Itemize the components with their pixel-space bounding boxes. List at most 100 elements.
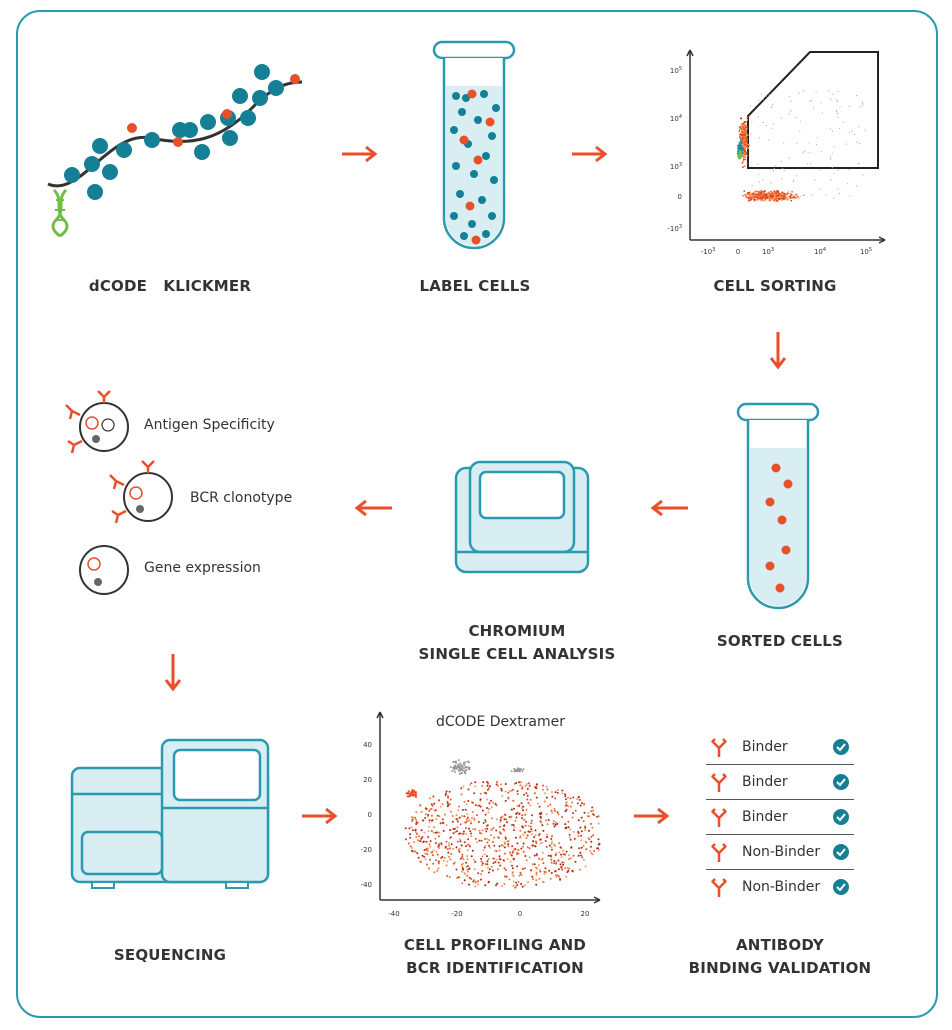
tsne-cell bbox=[556, 811, 559, 814]
tsne-cell bbox=[453, 861, 456, 864]
tsne-cell bbox=[578, 796, 580, 798]
tsne-cell bbox=[428, 819, 431, 822]
tsne-cell bbox=[521, 814, 524, 817]
tsne-cell bbox=[582, 820, 585, 823]
tsne-cell bbox=[499, 858, 502, 861]
flow-event bbox=[804, 150, 806, 152]
flow-event bbox=[819, 169, 821, 171]
binding-row: Binder bbox=[706, 730, 854, 765]
tsne-cell bbox=[503, 883, 506, 886]
tsne-cell bbox=[535, 867, 538, 870]
tsne-cell bbox=[488, 808, 490, 810]
tsne-cell bbox=[526, 834, 529, 837]
tsne-cell bbox=[499, 820, 502, 823]
flow-event bbox=[746, 116, 749, 118]
tsne-cell bbox=[557, 859, 560, 862]
tsne-cell bbox=[479, 798, 482, 801]
tsne-cell bbox=[538, 857, 541, 860]
tsne-cell bbox=[534, 834, 537, 836]
tsne-cell bbox=[578, 847, 581, 850]
tsne-cell bbox=[465, 766, 468, 769]
arrow-down-icon bbox=[164, 654, 182, 692]
tsne-cell bbox=[462, 868, 465, 871]
flow-event bbox=[739, 156, 741, 158]
tsne-cell bbox=[561, 816, 564, 818]
tsne-cell bbox=[571, 801, 574, 804]
tsne-cell bbox=[514, 848, 517, 851]
tsne-cell bbox=[455, 814, 458, 817]
tsne-y-tick: 0 bbox=[368, 811, 372, 819]
tsne-cell bbox=[503, 824, 506, 827]
tsne-cell bbox=[422, 840, 425, 843]
tsne-cell bbox=[535, 853, 538, 856]
flow-event bbox=[781, 196, 783, 199]
tsne-cell bbox=[545, 846, 548, 848]
tsne-cell bbox=[588, 829, 590, 832]
flow-event bbox=[820, 102, 822, 104]
tsne-cell bbox=[554, 874, 557, 877]
tsne-cell bbox=[582, 858, 585, 861]
tsne-cell bbox=[463, 815, 466, 818]
tsne-cell bbox=[466, 855, 468, 858]
tsne-cell bbox=[456, 818, 459, 821]
tsne-cell bbox=[538, 869, 541, 871]
tsne-cell bbox=[492, 801, 495, 804]
tsne-cell bbox=[410, 826, 413, 829]
tsne-cell bbox=[535, 883, 538, 886]
tsne-cell bbox=[533, 863, 536, 866]
tsne-cell bbox=[519, 836, 522, 839]
flow-event bbox=[802, 151, 804, 154]
tsne-cell bbox=[500, 783, 502, 786]
tsne-cell bbox=[415, 851, 418, 854]
flow-event bbox=[769, 198, 772, 201]
tsne-cell bbox=[500, 789, 503, 792]
flow-event bbox=[836, 99, 838, 101]
tsne-y-tick: -40 bbox=[361, 881, 372, 889]
tsne-cell bbox=[516, 884, 519, 886]
flow-event bbox=[809, 162, 812, 164]
tsne-cell bbox=[507, 796, 510, 799]
tsne-cell bbox=[480, 873, 483, 876]
flow-event bbox=[742, 160, 744, 163]
tsne-cell bbox=[587, 812, 590, 815]
tsne-cell bbox=[590, 810, 593, 813]
flow-event bbox=[788, 113, 790, 115]
tsne-cell bbox=[550, 861, 553, 864]
flow-event bbox=[856, 185, 858, 187]
tsne-cell bbox=[458, 847, 461, 850]
gene-expression-cell-icon bbox=[79, 545, 129, 595]
check-icon bbox=[833, 844, 849, 860]
tsne-cell bbox=[526, 798, 529, 801]
tsne-cell bbox=[420, 810, 423, 813]
flow-event bbox=[772, 197, 775, 200]
tsne-cell bbox=[493, 836, 496, 839]
tsne-cell bbox=[555, 860, 558, 863]
tsne-cell bbox=[513, 767, 516, 770]
tsne-cell bbox=[413, 841, 416, 843]
tsne-cell bbox=[477, 883, 480, 886]
flow-event bbox=[765, 125, 768, 127]
tsne-cell bbox=[530, 819, 533, 822]
tsne-cell bbox=[567, 805, 570, 808]
flow-event bbox=[861, 102, 864, 104]
tsne-cell bbox=[428, 821, 431, 824]
tsne-cell bbox=[491, 857, 494, 860]
tsne-cell bbox=[465, 865, 468, 868]
tsne-cell bbox=[513, 770, 516, 773]
tsne-cell bbox=[567, 826, 570, 829]
flow-event bbox=[848, 105, 850, 107]
tsne-cell bbox=[544, 840, 547, 842]
tsne-cell bbox=[531, 863, 534, 866]
tsne-cell bbox=[470, 835, 473, 838]
tsne-cell bbox=[539, 813, 542, 816]
sorting-gate bbox=[747, 51, 879, 169]
flow-event bbox=[799, 195, 801, 197]
sequencing-label: SEQUENCING bbox=[113, 946, 227, 964]
tsne-cell bbox=[445, 790, 448, 793]
tsne-cell bbox=[448, 876, 451, 878]
tsne-cell bbox=[587, 836, 590, 839]
tsne-cell bbox=[531, 844, 534, 847]
tsne-cell bbox=[518, 805, 521, 808]
tsne-cell bbox=[580, 830, 583, 833]
tsne-cell bbox=[572, 812, 574, 815]
